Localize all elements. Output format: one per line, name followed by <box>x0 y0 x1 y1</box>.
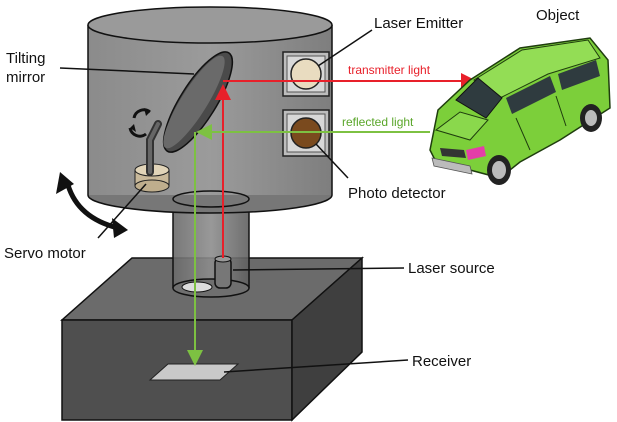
curved-double-arrow-icon <box>56 172 128 238</box>
tilting-mirror <box>162 51 234 153</box>
label-photo-detector: Photo detector <box>348 185 446 202</box>
tube-column <box>172 200 250 298</box>
label-tilting-mirror-line1: Tilting <box>6 50 45 67</box>
label-servo-motor: Servo motor <box>4 245 86 262</box>
rotate-arrows-icon <box>128 108 151 138</box>
reflected-beam <box>187 124 430 366</box>
servo-motor <box>134 120 170 193</box>
laser-source <box>214 255 232 289</box>
label-tilting-mirror-line2: mirror <box>6 69 45 86</box>
label-reflected-light: reflected light <box>342 115 414 129</box>
label-receiver: Receiver <box>412 353 471 370</box>
leader-lines <box>59 29 409 373</box>
base-box <box>60 256 364 422</box>
receiver-plate <box>148 363 240 381</box>
label-laser-source: Laser source <box>408 260 495 277</box>
label-transmitter-light: transmitter light <box>348 63 431 77</box>
laser-emitter-module <box>282 51 330 97</box>
label-object: Object <box>536 7 580 24</box>
transmitter-beam <box>215 73 477 258</box>
car-icon <box>429 37 611 185</box>
label-laser-emitter: Laser Emitter <box>374 15 463 32</box>
